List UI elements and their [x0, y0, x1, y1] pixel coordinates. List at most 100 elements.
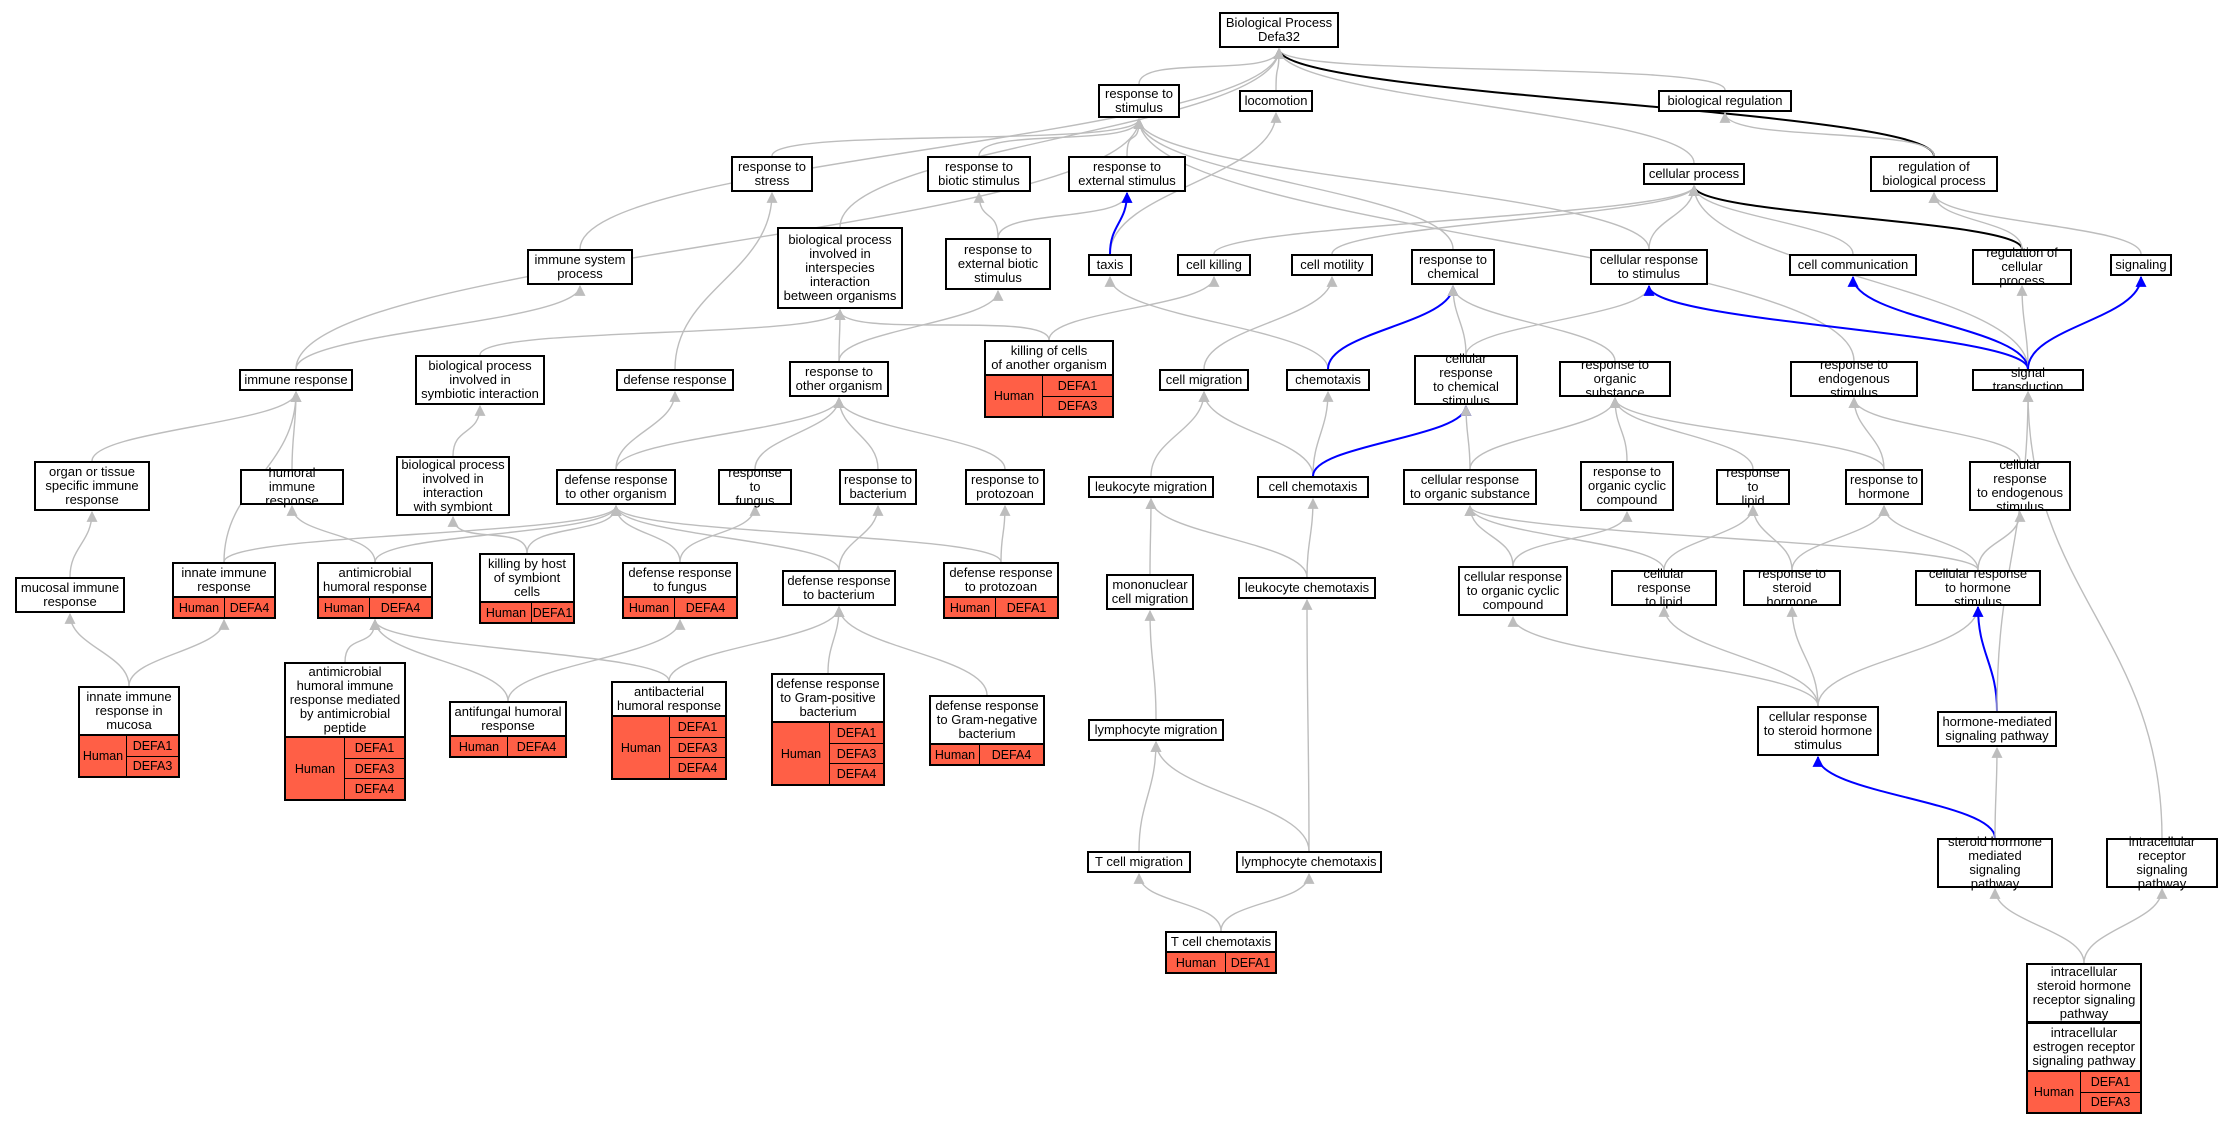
go-term-node-cellmot[interactable]: cell motility [1291, 254, 1373, 276]
go-term-node-rbact[interactable]: response to bacterium [839, 469, 917, 505]
go-term-node-organimm[interactable]: organ or tissue specific immune response [34, 461, 150, 511]
go-term-node-cellcomm[interactable]: cell communication [1789, 254, 1917, 276]
go-term-node-defresp[interactable]: defense response [616, 369, 734, 391]
go-term-node-signaling[interactable]: signaling [2110, 254, 2172, 276]
go-term-node-crsteroid[interactable]: cellular response to steroid hormone sti… [1757, 706, 1879, 756]
go-term-node-intraestro[interactable]: intracellular estrogen receptor signalin… [2026, 1022, 2142, 1072]
go-term-node-rorgcyc[interactable]: response to organic cyclic compound [1580, 461, 1674, 511]
species-label: Human [286, 738, 345, 799]
go-term-node-gramp[interactable]: defense response to Gram-positive bacter… [771, 673, 885, 723]
go-term-node-antimichum[interactable]: antimicrobial humoral response [317, 562, 433, 598]
go-term-node-bp[interactable]: Biological Process Defa32 [1219, 12, 1339, 48]
go-term-node-humimm[interactable]: humoral immune response [240, 466, 344, 508]
go-term-node-regcell[interactable]: regulation of cellular process [1972, 246, 2072, 288]
go-term-node-crendo[interactable]: cellular response to endogenous stimulus [1969, 458, 2071, 514]
go-term-node-rorg[interactable]: response to organic substance [1559, 358, 1671, 400]
go-term-node-rts[interactable]: response to stimulus [1098, 84, 1180, 118]
go-term-node-defbact[interactable]: defense response to bacterium [782, 570, 896, 606]
go-term-node-rext[interactable]: response to external stimulus [1068, 156, 1186, 192]
go-term-node-intrasteroid[interactable]: intracellular steroid hormone receptor s… [2026, 963, 2142, 1023]
go-term-node-antimicpep[interactable]: antimicrobial humoral immune response me… [284, 662, 406, 738]
go-term-node-lymphmig[interactable]: lymphocyte migration [1088, 719, 1224, 741]
go-term-label: regulation of biological process [1882, 159, 1986, 188]
go-term-label: lymphocyte chemotaxis [1241, 854, 1377, 869]
species-label: Human [174, 598, 225, 617]
go-term-node-rother[interactable]: response to other organism [789, 361, 889, 397]
go-term-node-bpwithsym[interactable]: biological process involved in interacti… [396, 456, 510, 516]
go-term-node-immsys[interactable]: immune system process [527, 249, 633, 285]
go-term-node-defproto[interactable]: defense response to protozoan [943, 562, 1059, 598]
go-term-node-crorg[interactable]: cellular response to organic substance [1403, 469, 1537, 505]
go-term-node-cellkill[interactable]: cell killing [1177, 254, 1251, 276]
go-term-node-antibact[interactable]: antibacterial humoral response [611, 681, 727, 717]
go-term-node-bioreg[interactable]: biological regulation [1658, 90, 1792, 112]
go-term-node-rendo[interactable]: response to endogenous stimulus [1790, 358, 1918, 400]
go-term-node-tcellmig[interactable]: T cell migration [1087, 851, 1191, 873]
gene-label: DEFA4 [229, 600, 270, 615]
go-term-label: defense response to Gram-positive bacter… [776, 676, 880, 719]
go-term-node-gramn[interactable]: defense response to Gram-negative bacter… [929, 695, 1045, 745]
go-term-node-steroidsig[interactable]: steroid hormone mediated signaling pathw… [1937, 835, 2053, 891]
go-term-node-innatemuc[interactable]: innate immune response in mucosa [78, 686, 180, 736]
gene-label: DEFA1 [2090, 1074, 2131, 1089]
go-term-node-rsteroid[interactable]: response to steroid hormone [1743, 567, 1841, 609]
species-label: Human [931, 745, 980, 764]
edge-defproto-to-defother [610, 504, 1002, 563]
go-term-node-taxis[interactable]: taxis [1088, 254, 1132, 276]
go-term-node-loco[interactable]: locomotion [1239, 90, 1313, 112]
species-label: Human [2028, 1072, 2081, 1112]
go-term-node-killother[interactable]: killing of cells of another organism [984, 340, 1114, 376]
edge-intrasteroid-to-intrarec [2083, 887, 2168, 964]
go-term-label: locomotion [1244, 93, 1308, 108]
edge-innatemuc-to-innate [128, 618, 230, 687]
go-term-node-rbio[interactable]: response to biotic stimulus [927, 156, 1031, 192]
go-term-node-crchem[interactable]: cellular response to chemical stimulus [1414, 352, 1518, 408]
go-term-node-cellproc[interactable]: cellular process [1643, 163, 1745, 185]
go-term-label: cellular response to organic cyclic comp… [1463, 569, 1563, 612]
go-term-node-mucimm[interactable]: mucosal immune response [15, 577, 125, 613]
go-term-node-cellmig[interactable]: cell migration [1159, 369, 1249, 391]
go-term-node-rhorm[interactable]: response to hormone [1845, 469, 1923, 505]
go-term-node-antifung[interactable]: antifungal humoral response [449, 701, 567, 737]
edge-crsteroid-to-rsteroid [1786, 605, 1819, 707]
go-term-label: response to organic cyclic compound [1587, 464, 1667, 507]
go-term-node-rstress[interactable]: response to stress [731, 156, 813, 192]
go-term-node-rchem[interactable]: response to chemical [1411, 249, 1495, 285]
go-term-node-chemotaxis[interactable]: chemotaxis [1286, 369, 1370, 391]
edge-bpwithsym-to-bpsym [452, 404, 486, 457]
edge-lymphchemo-to-lymphmig [1150, 740, 1310, 852]
go-term-node-crlipid[interactable]: cellular response to lipid [1611, 566, 1717, 609]
go-term-node-rextbio[interactable]: response to external biotic stimulus [945, 238, 1051, 290]
go-term-node-rfungus[interactable]: response to fungus [718, 466, 792, 508]
go-term-node-killsym[interactable]: killing by host of symbiont cells [479, 553, 575, 603]
go-term-node-rlipid[interactable]: response to lipid [1716, 466, 1790, 508]
go-term-node-hormsig[interactable]: hormone-mediated signaling pathway [1937, 711, 2057, 747]
go-term-node-innate[interactable]: innate immune response [172, 562, 276, 598]
edge-leukchemo-to-cellchemo [1306, 497, 1319, 578]
go-term-node-leukmig[interactable]: leukocyte migration [1088, 476, 1214, 498]
go-term-node-defother[interactable]: defense response to other organism [556, 469, 676, 505]
edge-crhorm-to-crorg [1464, 504, 1979, 571]
go-term-node-crorgcyc[interactable]: cellular response to organic cyclic comp… [1458, 566, 1568, 616]
go-term-node-regbio[interactable]: regulation of biological process [1870, 156, 1998, 192]
go-term-label: chemotaxis [1295, 372, 1361, 387]
go-term-node-cellchemo[interactable]: cell chemotaxis [1257, 476, 1369, 498]
go-term-node-rproto[interactable]: response to protozoan [965, 469, 1045, 505]
go-term-node-intrarec[interactable]: intracellular receptor signaling pathway [2106, 835, 2218, 891]
go-term-node-mononuc[interactable]: mononuclear cell migration [1106, 574, 1194, 610]
go-term-node-lymphchemo[interactable]: lymphocyte chemotaxis [1236, 851, 1382, 873]
species-label: Human [624, 598, 675, 617]
go-term-node-tcellchemo[interactable]: T cell chemotaxis [1165, 931, 1277, 953]
go-term-node-deffungus[interactable]: defense response to fungus [622, 562, 738, 598]
go-term-node-crhorm[interactable]: cellular response to hormone stimulus [1915, 567, 2041, 609]
go-term-node-sigtrans[interactable]: signal transduction [1972, 366, 2084, 394]
go-term-label: cellular response to lipid [1637, 566, 1691, 609]
go-term-node-bpinter[interactable]: biological process involved in interspec… [777, 227, 903, 309]
go-term-node-leukchemo[interactable]: leukocyte chemotaxis [1238, 577, 1376, 599]
go-term-node-crstim[interactable]: cellular response to stimulus [1590, 249, 1708, 285]
go-term-label: leukocyte migration [1095, 479, 1207, 494]
go-term-node-immresp[interactable]: immune response [239, 369, 353, 391]
edge-crorg-to-rorg [1469, 396, 1621, 470]
go-term-node-bpsym[interactable]: biological process involved in symbiotic… [415, 355, 545, 405]
